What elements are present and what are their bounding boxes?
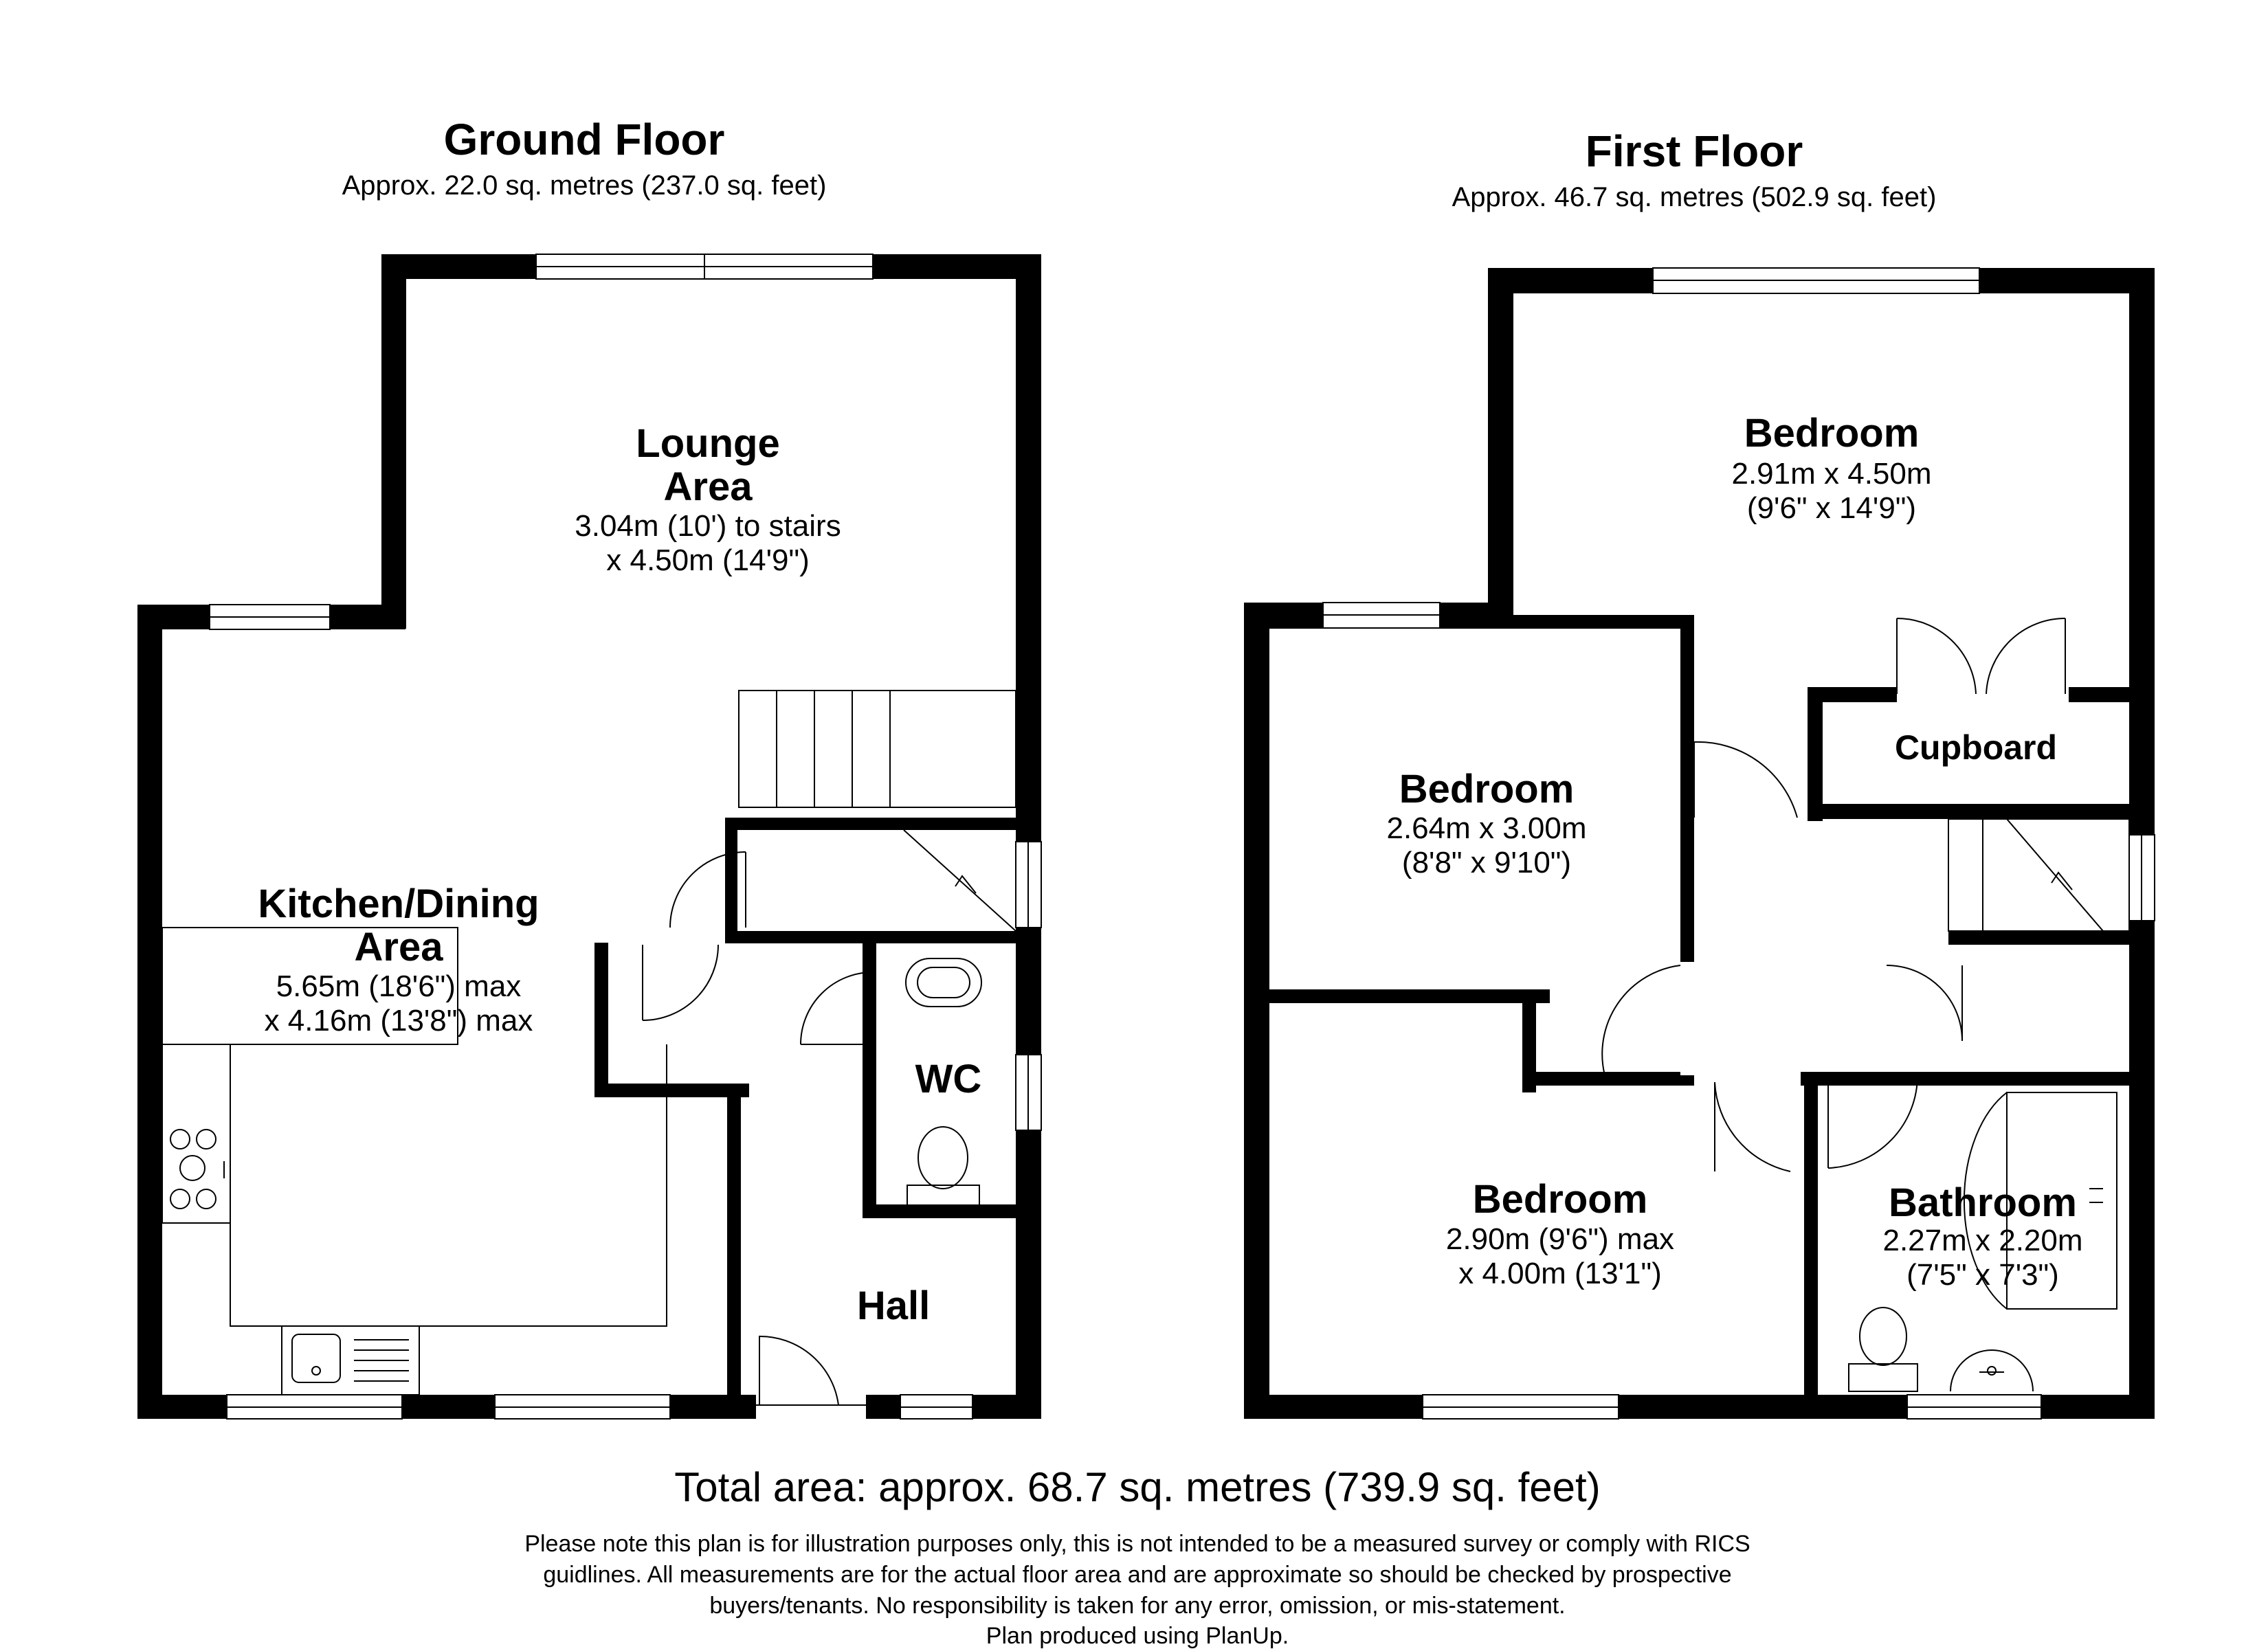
basin-icon xyxy=(905,958,982,1007)
total-area: Total area: approx. 68.7 sq. metres (739… xyxy=(674,1464,1600,1510)
basin-icon xyxy=(1950,1349,2034,1392)
door-swing-icon xyxy=(1886,965,1963,1042)
lounge-name-line1: Lounge xyxy=(636,421,779,466)
sink-icon xyxy=(291,1334,409,1383)
door-swing-icon xyxy=(1714,1081,1791,1172)
hall-name: Hall xyxy=(857,1283,930,1328)
disclaimer-line4: Plan produced using PlanUp. xyxy=(986,1623,1289,1649)
lounge-dim-line1: 3.04m (10') to stairs xyxy=(575,509,841,543)
ground-floor-windows xyxy=(209,254,1042,1420)
ground-floor-area: Approx. 22.0 sq. metres (237.0 sq. feet) xyxy=(342,170,827,201)
bedroom-3-dim-line1: 2.90m (9'6") max xyxy=(1446,1222,1674,1256)
door-swing-icon xyxy=(1601,965,1681,1076)
lounge-name-line2: Area xyxy=(664,464,753,509)
first-floor-title: First Floor xyxy=(1586,126,1803,176)
disclaimer-line2: guidlines. All measurements are for the … xyxy=(543,1562,1731,1588)
door-swing-icon xyxy=(1827,1075,1918,1169)
bathroom-dim-line2: (7'5" x 7'3") xyxy=(1906,1258,2059,1292)
toilet-icon xyxy=(1848,1307,1918,1392)
bath-icon xyxy=(1963,1092,2117,1310)
toilet-icon xyxy=(907,1126,980,1207)
staircase-icon xyxy=(738,690,1016,932)
cupboard-name: Cupboard xyxy=(1895,728,2057,767)
bedroom-2-dim-line2: (8'8" x 9'10") xyxy=(1402,846,1571,879)
first-floor-plan: First Floor Approx. 46.7 sq. metres (502… xyxy=(1244,126,2155,1420)
door-swing-icon xyxy=(759,1335,839,1406)
bedroom-3-dim-line2: x 4.00m (13'1") xyxy=(1458,1257,1661,1290)
door-swing-icon xyxy=(1693,741,1798,818)
disclaimer-line1: Please note this plan is for illustratio… xyxy=(524,1531,1750,1557)
door-swing-icon xyxy=(669,851,746,928)
wc-name: WC xyxy=(915,1057,982,1101)
kitchen-name-line1: Kitchen/Dining xyxy=(258,882,539,926)
bedroom-main-dim-line2: (9'6" x 14'9") xyxy=(1747,491,1916,525)
door-swing-icon xyxy=(642,944,719,1021)
door-swing-icon xyxy=(800,972,874,1045)
ground-floor-plan: Ground Floor Approx. 22.0 sq. metres (23… xyxy=(137,115,1042,1420)
disclaimer-line3: buyers/tenants. No responsibility is tak… xyxy=(709,1593,1565,1619)
bathroom-name: Bathroom xyxy=(1889,1180,2077,1225)
door-swing-icon xyxy=(1896,617,2069,702)
lounge-dim-line2: x 4.50m (14'9") xyxy=(606,543,809,577)
bedroom-2-name: Bedroom xyxy=(1399,767,1575,811)
kitchen-counter xyxy=(162,927,667,1395)
kitchen-name-line2: Area xyxy=(355,925,444,969)
bedroom-main-dim-line1: 2.91m x 4.50m xyxy=(1731,457,1931,491)
plan-footer: Total area: approx. 68.7 sq. metres (739… xyxy=(524,1464,1750,1649)
bedroom-3-name: Bedroom xyxy=(1473,1177,1648,1222)
ground-floor-walls xyxy=(137,254,1041,1419)
kitchen-dim-line1: 5.65m (18'6") max xyxy=(276,969,522,1003)
bedroom-main-name: Bedroom xyxy=(1744,411,1920,456)
staircase-icon xyxy=(1948,818,2130,932)
first-floor-area: Approx. 46.7 sq. metres (502.9 sq. feet) xyxy=(1452,182,1937,212)
bedroom-2-dim-line1: 2.64m x 3.00m xyxy=(1386,811,1586,845)
first-floor-windows xyxy=(1322,267,2155,1420)
bathroom-dim-line1: 2.27m x 2.20m xyxy=(1882,1224,2082,1257)
front-door-opening xyxy=(756,1395,866,1419)
hob-icon xyxy=(170,1129,225,1209)
kitchen-dim-line2: x 4.16m (13'8") max xyxy=(265,1004,533,1037)
ground-floor-title: Ground Floor xyxy=(444,115,725,164)
